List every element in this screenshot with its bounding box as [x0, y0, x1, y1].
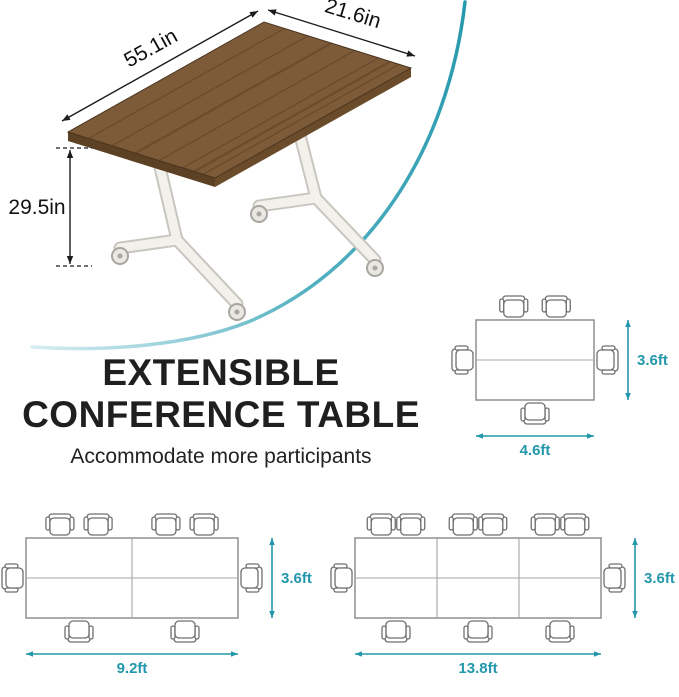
tabletop — [66, 21, 413, 187]
chair-icon — [603, 563, 626, 593]
seating-diagram-triple: 3.6ft 13.8ft — [330, 513, 675, 677]
length-dimension-label: 55.1in — [120, 24, 181, 72]
chair-icon — [189, 513, 219, 536]
chair-icon — [448, 513, 478, 536]
chair-icon — [545, 620, 575, 643]
height-dimension-label: 3.6ft — [644, 570, 675, 587]
chair-icon — [530, 513, 560, 536]
height-dimension-label: 29.5in — [8, 196, 65, 219]
chair-icon — [560, 513, 590, 536]
product-title-line2: CONFERENCE TABLE — [22, 394, 420, 436]
depth-dimension-label: 21.6in — [322, 0, 383, 33]
height-dimension-label: 3.6ft — [281, 570, 312, 587]
width-dimension-label: 9.2ft — [117, 660, 148, 677]
width-dimension-label: 4.6ft — [520, 442, 551, 459]
chair-icon — [45, 513, 75, 536]
width-dimension-label: 13.8ft — [458, 660, 497, 677]
table-top-view — [25, 537, 239, 619]
chair-icon — [1, 563, 24, 593]
chair-icon — [381, 620, 411, 643]
chair-icon — [64, 620, 94, 643]
chair-icon — [151, 513, 181, 536]
chair-icon — [541, 295, 571, 318]
seating-diagram-single: 3.6ft 4.6ft — [451, 295, 668, 459]
seating-diagram-double: 3.6ft 9.2ft — [1, 513, 312, 677]
height-dimension: 29.5in — [8, 147, 92, 267]
table-top-view — [475, 319, 595, 401]
chair-icon — [478, 513, 508, 536]
height-dimension-label: 3.6ft — [637, 352, 668, 369]
chair-icon — [366, 513, 396, 536]
chair-icon — [596, 345, 619, 375]
chair-icon — [520, 402, 550, 425]
chair-icon — [463, 620, 493, 643]
table-3d-illustration: 55.1in 21.6in 29.5in — [8, 0, 416, 321]
product-subtitle: Accommodate more participants — [70, 445, 372, 469]
product-title-line1: EXTENSIBLE — [102, 352, 340, 393]
table-top-view — [354, 537, 602, 619]
chair-icon — [451, 345, 474, 375]
chair-icon — [83, 513, 113, 536]
chair-icon — [396, 513, 426, 536]
chair-icon — [170, 620, 200, 643]
chair-icon — [330, 563, 353, 593]
chair-icon — [240, 563, 263, 593]
heading-block: EXTENSIBLE CONFERENCE TABLE Accommodate … — [0, 352, 442, 469]
chair-icon — [499, 295, 529, 318]
